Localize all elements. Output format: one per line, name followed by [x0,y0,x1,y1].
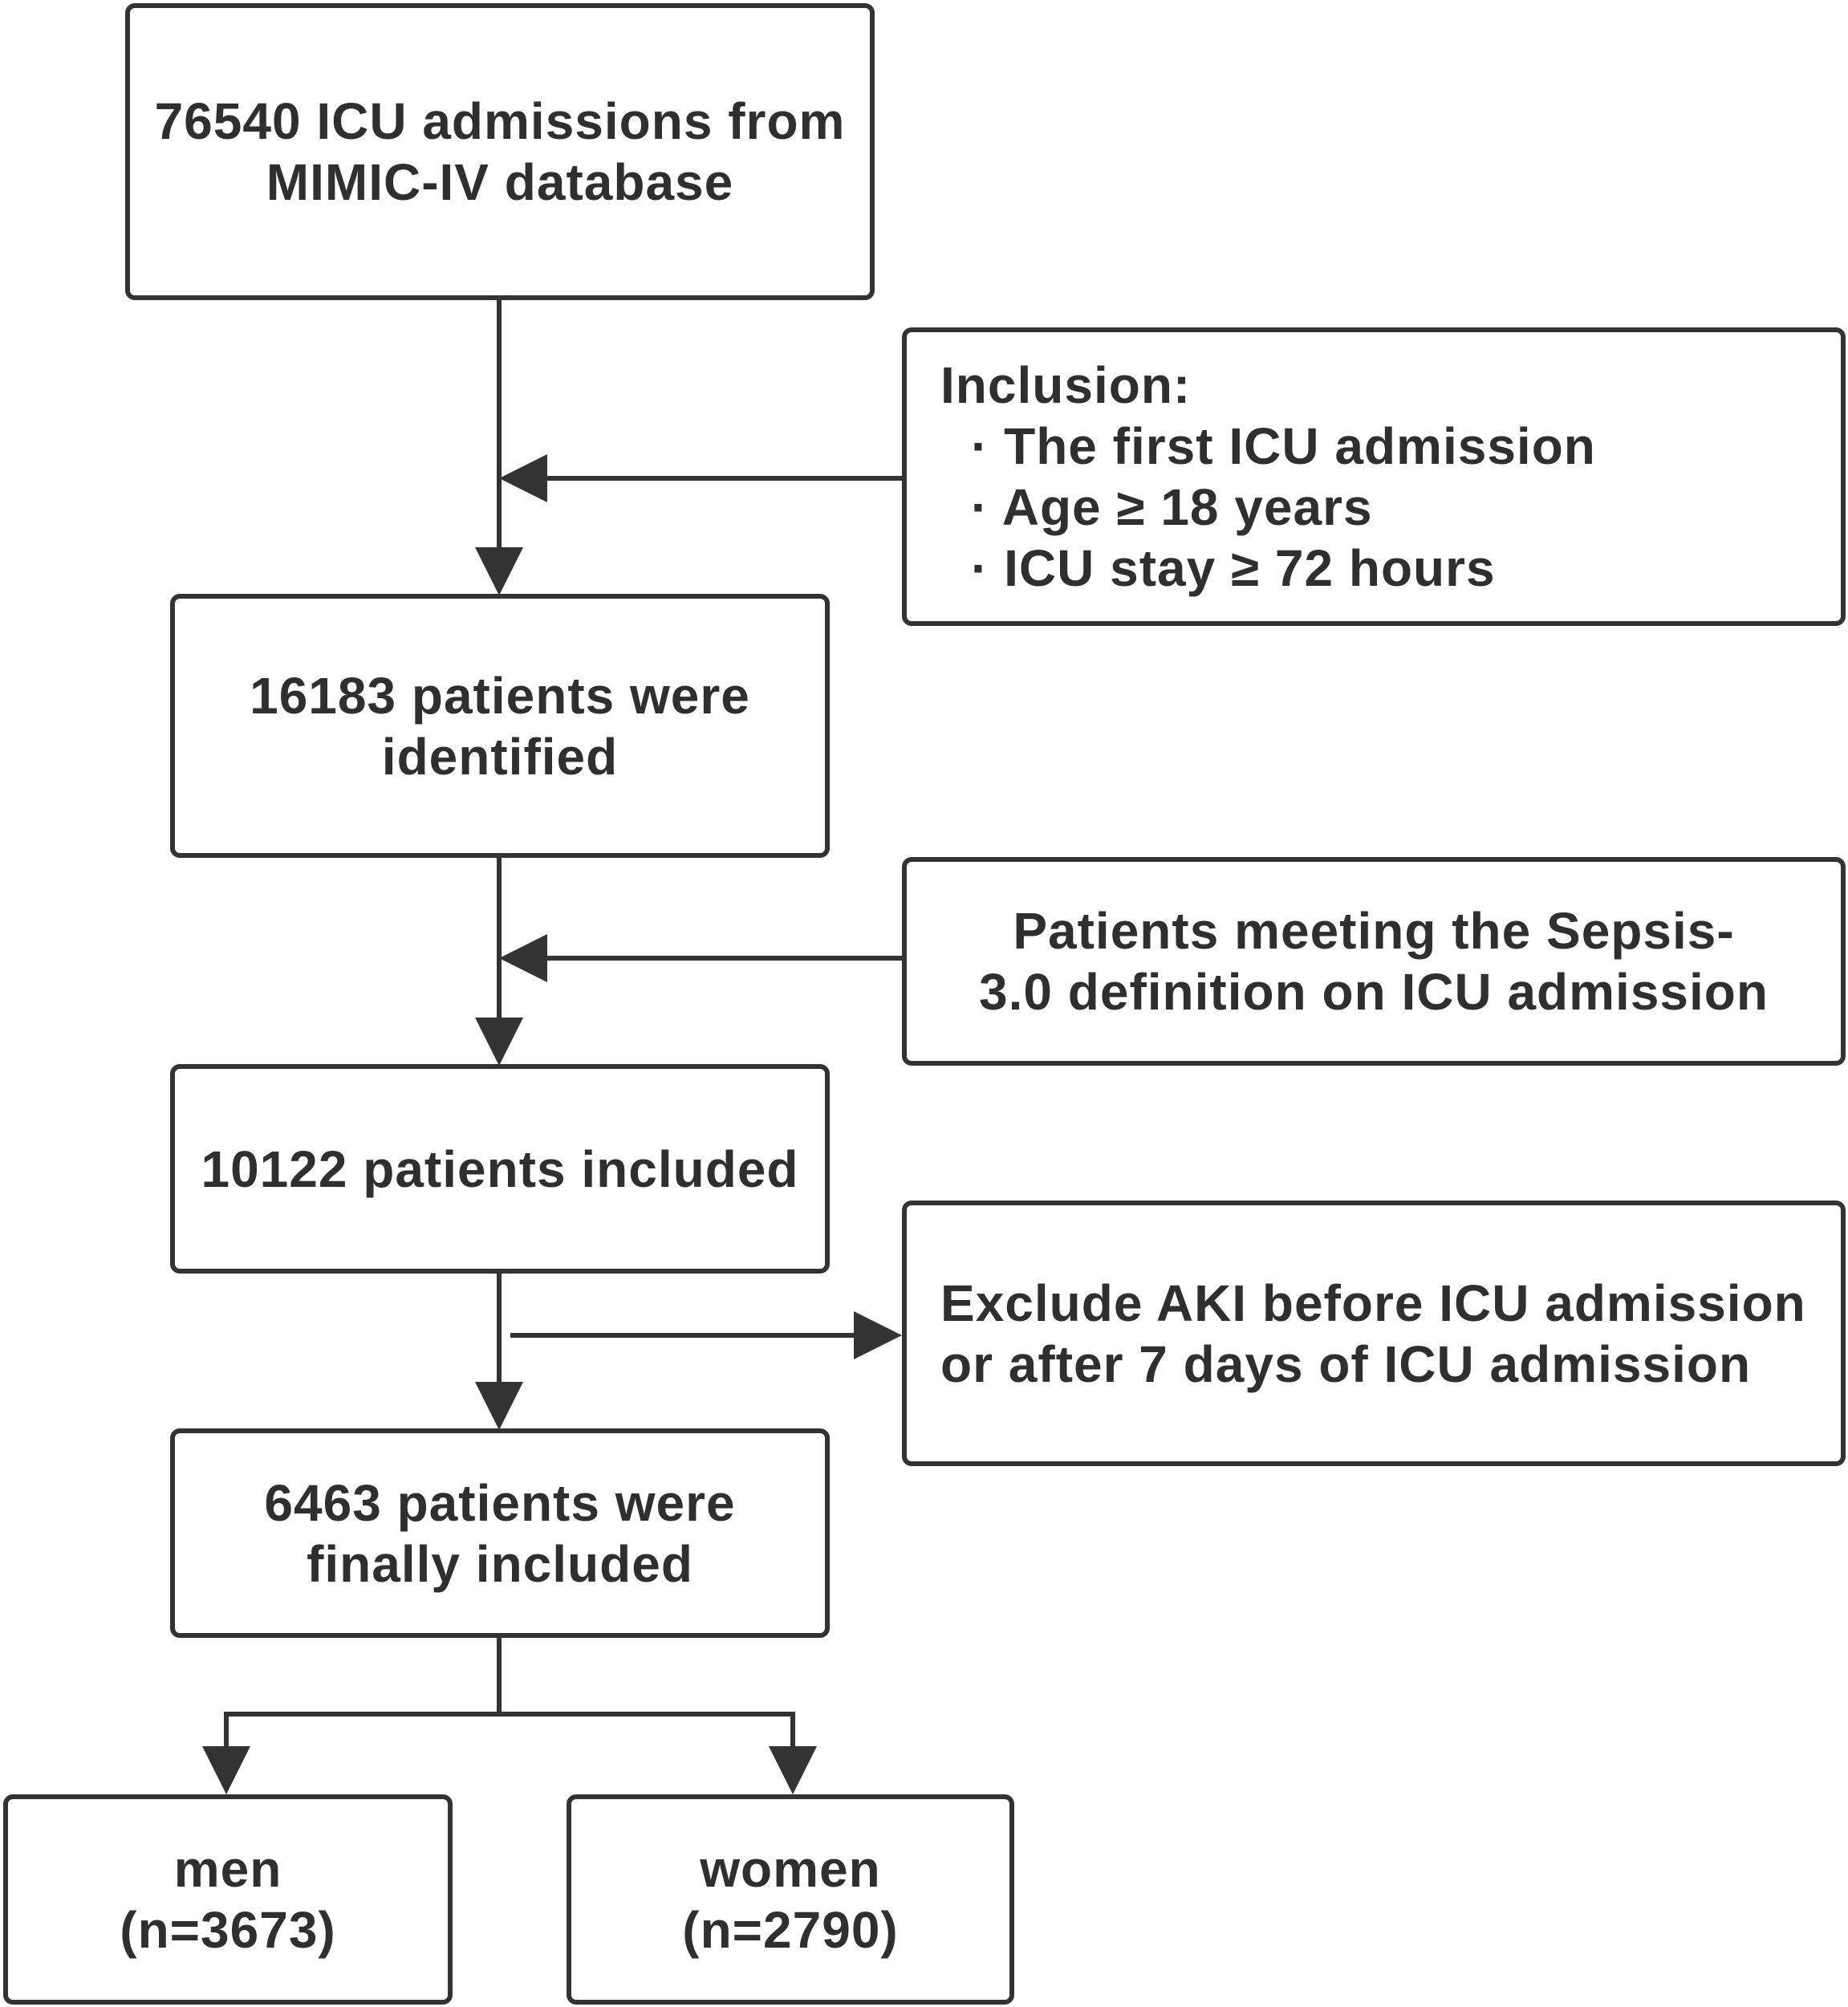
men-box: men (n=3673) [3,1794,453,2005]
inclusion-criterion-stay: · ICU stay ≥ 72 hours [971,539,1496,597]
included-line1: 10122 patients included [201,1140,799,1198]
inclusion-box: Inclusion: · The first ICU admission · A… [902,327,1846,626]
men-count: (n=3673) [120,1901,336,1959]
inclusion-criterion-first-admission: · The first ICU admission [971,417,1596,475]
men-label: men [173,1840,282,1898]
inclusion-heading: Inclusion: [940,356,1192,414]
identified-line1: 16183 patients were [250,666,750,725]
exclusion-line1: Exclude AKI before ICU admission [940,1274,1806,1332]
exclusion-line2: or after 7 days of ICU admission [940,1335,1752,1393]
women-label: women [700,1840,881,1898]
women-box: women (n=2790) [567,1794,1014,2005]
final-line1: 6463 patients were [264,1473,736,1532]
final-box: 6463 patients were finally included [170,1428,830,1638]
sepsis-line2: 3.0 definition on ICU admission [979,963,1769,1021]
identified-line2: identified [381,727,619,786]
women-count: (n=2790) [682,1901,899,1959]
inclusion-criterion-age: · Age ≥ 18 years [971,478,1373,536]
sepsis-box: Patients meeting the Sepsis- 3.0 definit… [902,857,1846,1066]
exclusion-box: Exclude AKI before ICU admission or afte… [902,1201,1846,1466]
identified-box: 16183 patients were identified [170,594,830,858]
source-box: 76540 ICU admissions from MIMIC-IV datab… [125,3,875,300]
source-line2: MIMIC-IV database [266,153,734,211]
final-line2: finally included [307,1534,693,1593]
sepsis-line1: Patients meeting the Sepsis- [1013,902,1735,960]
source-line1: 76540 ICU admissions from [154,92,846,150]
included-box: 10122 patients included [170,1064,830,1274]
